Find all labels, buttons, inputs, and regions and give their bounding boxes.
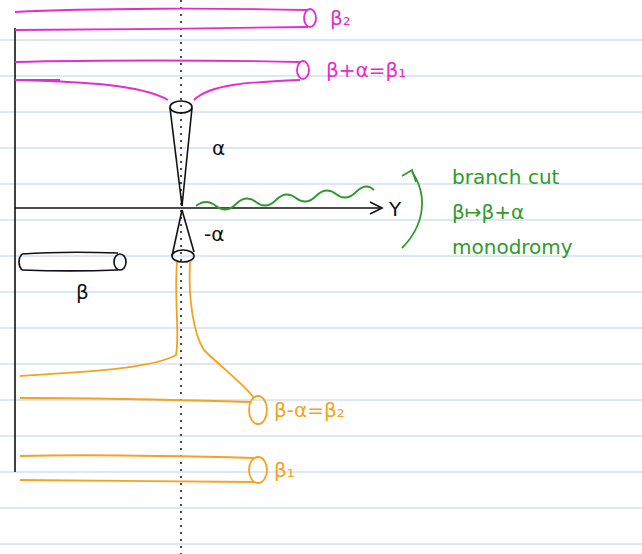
branch-cut: [196, 186, 374, 209]
magenta-tubes: [15, 9, 316, 100]
dotted-axis: [180, 0, 182, 554]
beta-tube: [19, 252, 126, 270]
boundary-line: [14, 28, 16, 472]
cycle-label: -α: [204, 222, 224, 246]
tube-label: β-α=β₂: [274, 398, 345, 422]
axis-arrowhead: [370, 202, 382, 214]
tube-label: β₂: [330, 6, 351, 30]
ruled-lines: [0, 40, 642, 544]
tube-label: β₁: [274, 458, 295, 482]
monodromy-note: branch cut β↦β+α monodromy: [452, 160, 592, 265]
alpha-cone: [170, 101, 192, 206]
axis-label: Y: [389, 197, 401, 221]
cycle-label: α: [212, 136, 225, 160]
real-axis: [15, 207, 380, 209]
monodromy-arrow: [402, 172, 422, 248]
orange-pants: [20, 262, 267, 483]
minus-alpha-cone: [172, 210, 194, 262]
monodromy-arrowhead: [402, 170, 416, 182]
cycle-label: β: [76, 280, 89, 304]
tube-label: β+α=β₁: [326, 58, 406, 82]
